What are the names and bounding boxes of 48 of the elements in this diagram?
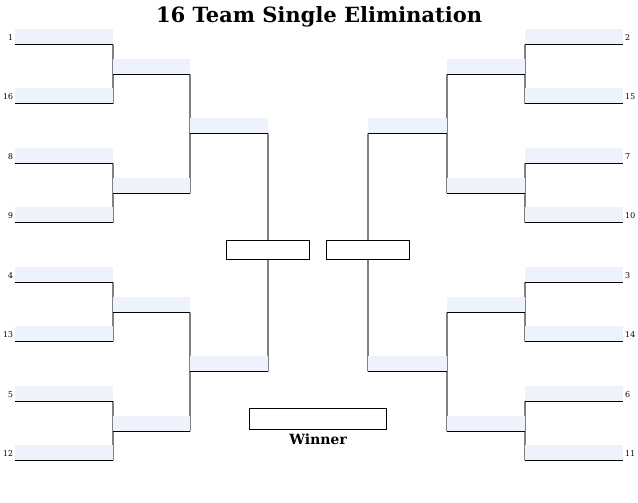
team-slot (113, 178, 190, 194)
team-slot (190, 356, 268, 372)
seed-number: 4 (6, 270, 13, 281)
seed-number: 13 (2, 330, 13, 340)
team-slot (525, 88, 623, 104)
seed-number: 12 (2, 449, 13, 459)
team-slot (15, 266, 113, 283)
seed-number: 8 (6, 152, 13, 162)
seed-number: 6 (625, 390, 632, 400)
team-slot (113, 297, 190, 313)
seed-number: 1 (6, 33, 13, 43)
seed-number: 3 (625, 270, 632, 281)
seed-number: 15 (625, 92, 636, 102)
team-slot (190, 118, 268, 134)
team-slot (525, 386, 623, 402)
team-slot (447, 416, 525, 432)
team-slot (15, 326, 113, 342)
team-slot (447, 59, 525, 75)
winner-label: Winner (288, 432, 348, 448)
team-slot (525, 148, 623, 164)
seed-number: 7 (625, 152, 632, 162)
seed-number: 11 (625, 449, 636, 459)
title: 16 Team Single Elimination (155, 2, 483, 27)
finalist-box (226, 240, 310, 260)
seed-number: 16 (2, 92, 13, 102)
team-slot (15, 148, 113, 164)
team-slot (113, 59, 190, 75)
team-slot (368, 356, 447, 372)
team-slot (525, 29, 623, 45)
team-slot (15, 29, 113, 45)
team-slot (525, 207, 623, 224)
seed-number: 2 (625, 33, 632, 43)
team-slot (525, 445, 623, 461)
team-slot (15, 207, 113, 224)
team-slot (15, 386, 113, 402)
team-slot (525, 266, 623, 283)
seed-number: 5 (6, 390, 13, 400)
team-slot (447, 178, 525, 194)
team-slot (15, 445, 113, 461)
team-slot (447, 297, 525, 313)
team-slot (113, 416, 190, 432)
seed-number: 10 (625, 211, 636, 222)
finalist-box (326, 240, 410, 260)
seed-number: 14 (625, 330, 636, 340)
team-slot (15, 88, 113, 104)
seed-number: 9 (6, 211, 13, 222)
team-slot (368, 118, 447, 134)
team-slot (525, 326, 623, 342)
